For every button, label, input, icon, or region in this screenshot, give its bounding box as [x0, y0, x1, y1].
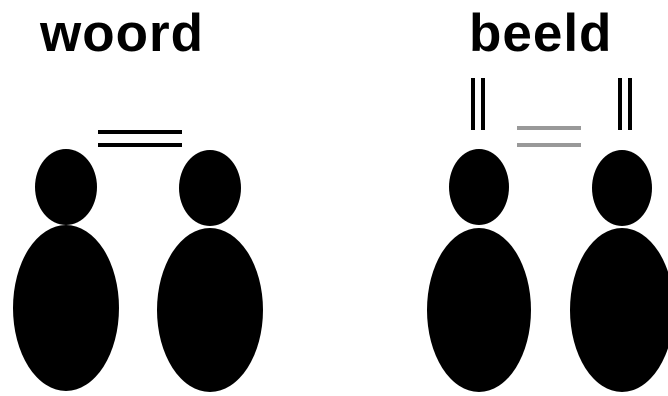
vertical-marker-right — [618, 78, 632, 130]
connector-line-bottom — [98, 143, 182, 147]
marker-line — [471, 78, 475, 130]
person-left-1 — [13, 149, 119, 391]
person-right-1 — [427, 149, 531, 392]
connector-line-top — [98, 130, 182, 134]
panel-title-woord: woord — [40, 4, 204, 63]
marker-line — [481, 78, 485, 130]
connector-line-top — [517, 126, 581, 130]
person-body — [157, 228, 263, 392]
person-head — [179, 150, 241, 226]
marker-line — [628, 78, 632, 130]
panel-woord — [13, 130, 263, 392]
person-right-2 — [570, 150, 668, 392]
person-head — [35, 149, 97, 225]
panel-title-beeld: beeld — [469, 4, 613, 63]
connector-beeld — [517, 126, 581, 147]
person-body — [570, 228, 668, 392]
connector-woord — [98, 130, 182, 147]
connector-line-bottom — [517, 143, 581, 147]
vertical-marker-left — [471, 78, 485, 130]
person-body — [13, 225, 119, 391]
panel-beeld — [427, 78, 668, 392]
person-body — [427, 228, 531, 392]
marker-line — [618, 78, 622, 130]
person-head — [592, 150, 652, 226]
person-head — [449, 149, 509, 225]
person-left-2 — [157, 150, 263, 392]
